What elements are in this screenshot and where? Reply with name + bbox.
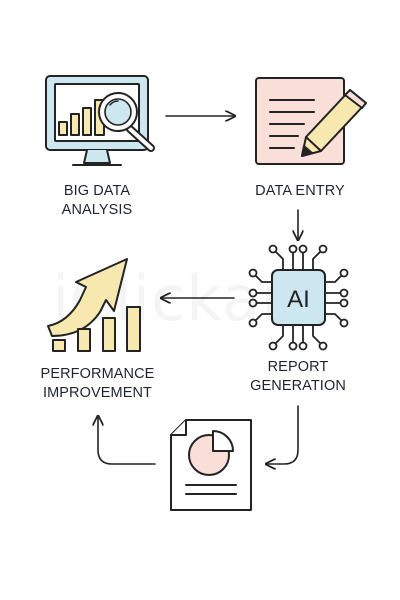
performance-improvement-label: PERFORMANCE IMPROVEMENT xyxy=(40,366,155,401)
notepad-pencil-icon xyxy=(255,77,367,165)
monitor-magnifier-icon xyxy=(45,75,155,166)
ai-chip-text: AI xyxy=(287,286,310,313)
connectors xyxy=(98,116,298,464)
arrow-document-to-performance xyxy=(98,416,156,465)
growth-bars-icon xyxy=(47,258,141,352)
data-entry-label: DATA ENTRY xyxy=(255,183,345,199)
pie-report-document-icon xyxy=(170,419,252,511)
report-generation-label: REPORT GENERATION xyxy=(250,359,346,394)
ai-chip-icon: AI xyxy=(248,244,349,351)
big-data-analysis-label: BIG DATA ANALYSIS xyxy=(61,183,133,218)
arrow-report-to-document xyxy=(266,405,299,464)
